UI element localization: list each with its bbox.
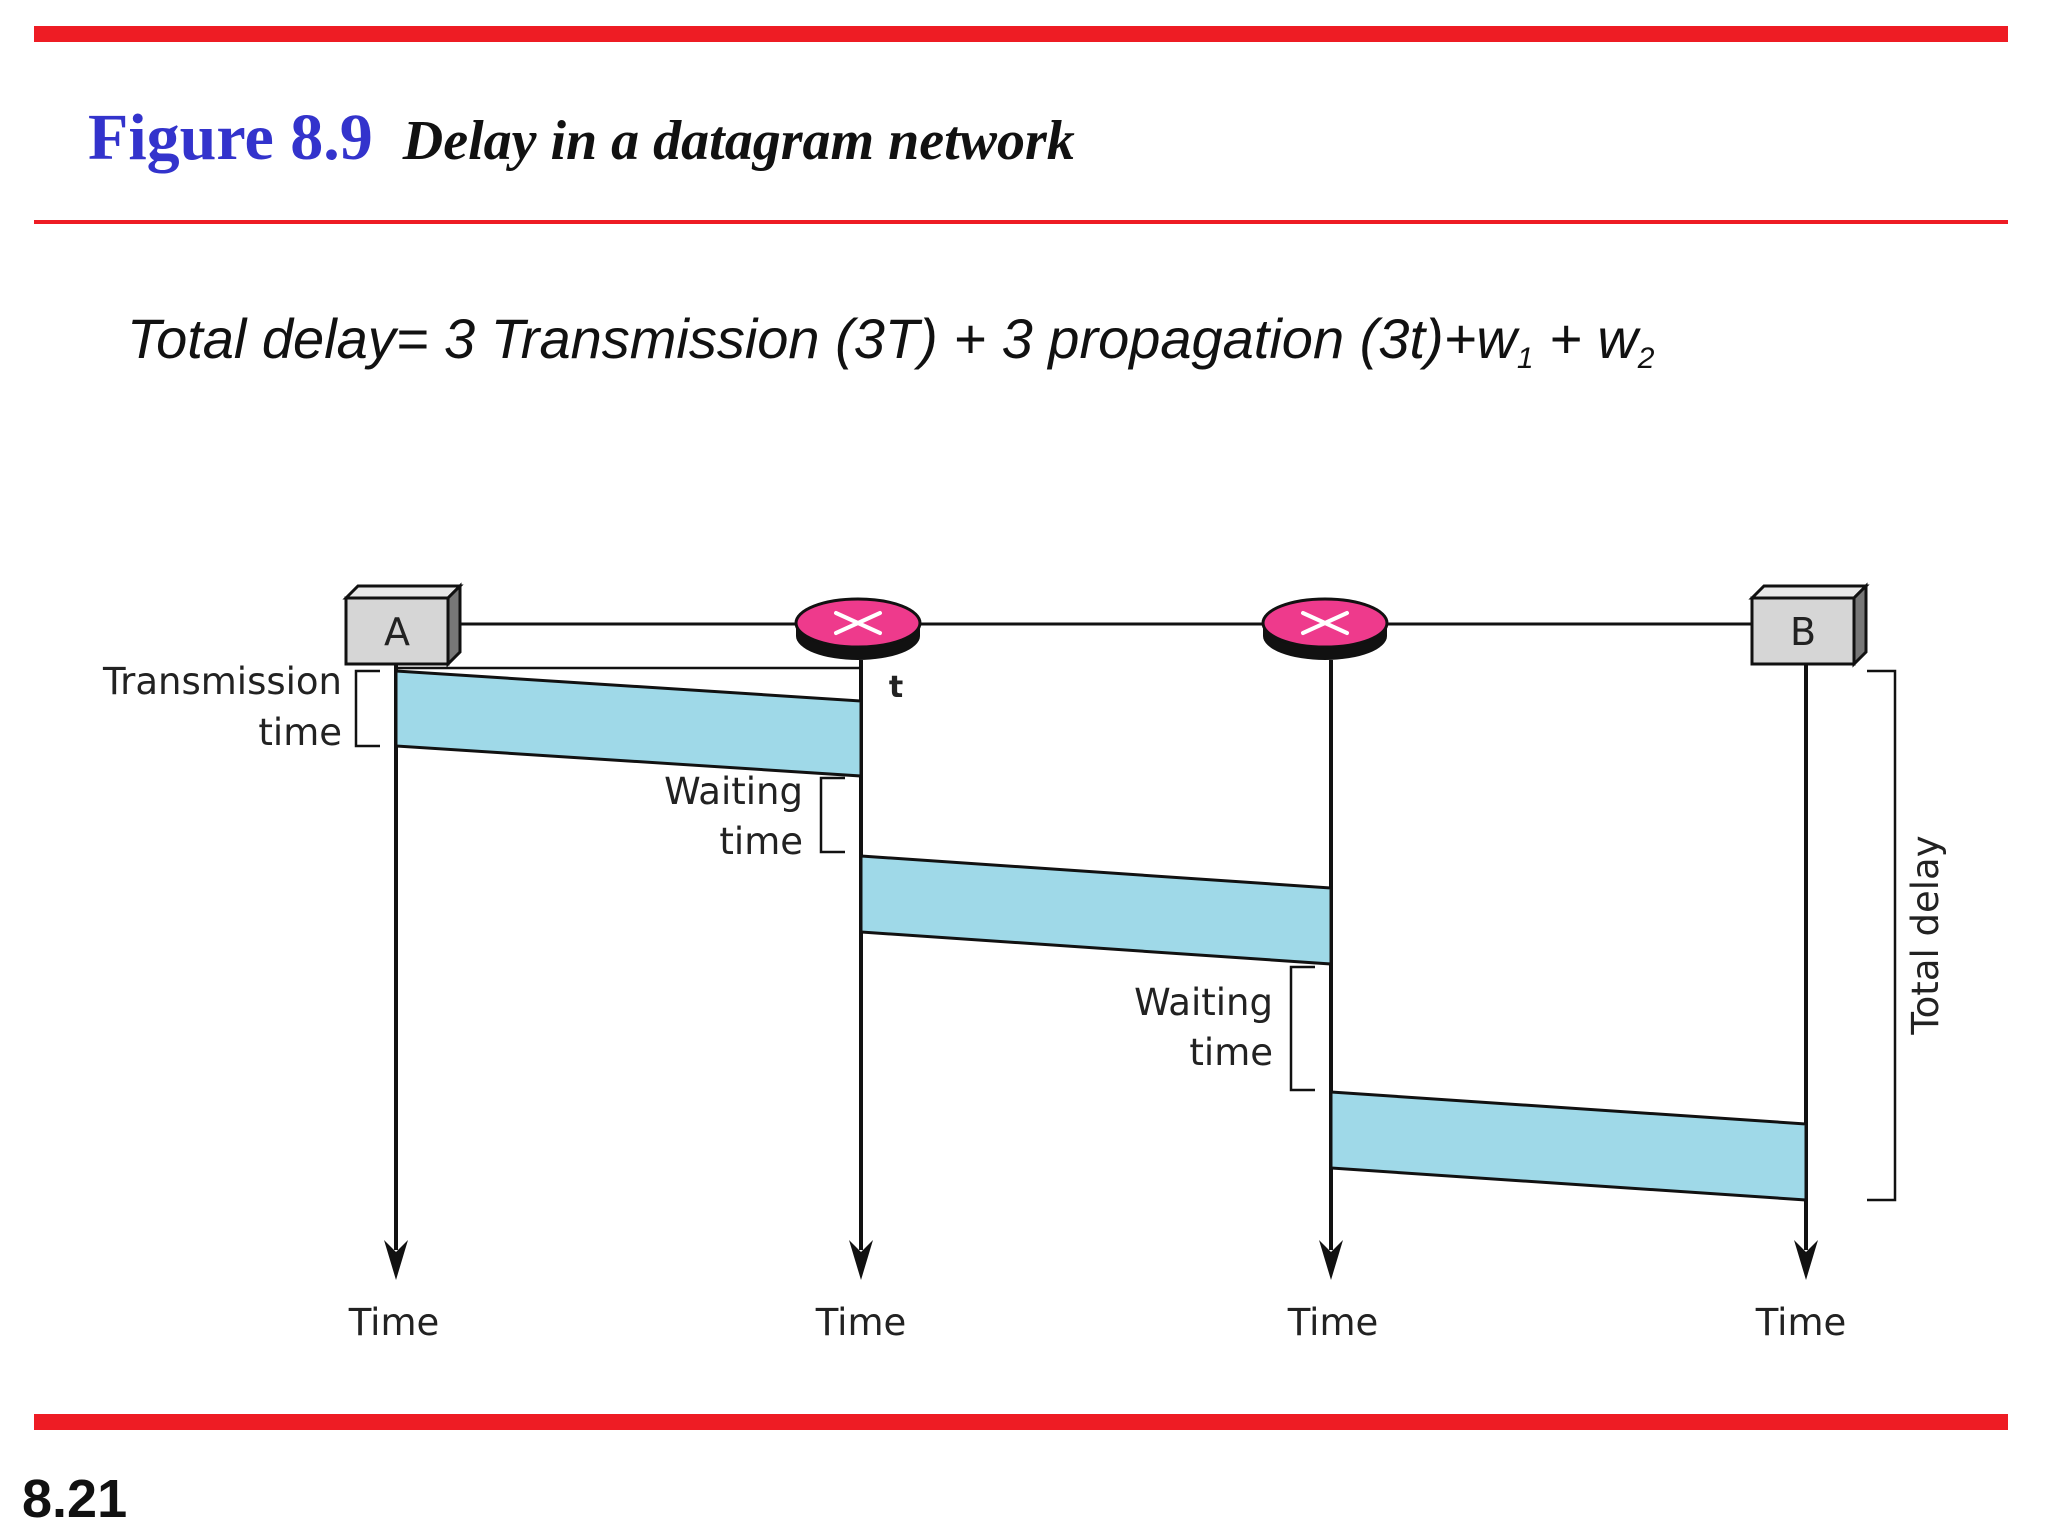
time-axis-router-2: [1319, 660, 1343, 1280]
figure-number: Figure 8.9: [88, 101, 373, 174]
total-delay-label: Total delay: [1904, 835, 1947, 1035]
waiting-time-bracket-1: [819, 776, 845, 854]
bottom-rule: [34, 1414, 2008, 1430]
formula-subscript-1: 1: [1516, 342, 1534, 375]
packet-hop-2: [859, 854, 1333, 966]
waiting-time-bracket-2: [1289, 965, 1315, 1092]
waiting-time-label-1-line1: Waiting: [664, 770, 803, 813]
title-rule: [34, 220, 2008, 224]
waiting-time-label-2-line2: time: [1189, 1031, 1273, 1074]
host-a-label: A: [384, 610, 410, 654]
propagation-time-label: t: [889, 670, 903, 705]
figure-caption: Delay in a datagram network: [402, 110, 1075, 172]
packet-hop-3: [1329, 1090, 1808, 1202]
time-label-router-2: Time: [1287, 1301, 1379, 1344]
formula-main: Total delay= 3 Transmission (3T) + 3 pro…: [127, 307, 1517, 370]
host-a: A: [342, 582, 464, 668]
waiting-time-label-2-line1: Waiting: [1134, 981, 1273, 1024]
total-delay-formula: Total delay= 3 Transmission (3T) + 3 pro…: [127, 306, 1654, 376]
formula-plus: + w: [1533, 307, 1638, 370]
formula-subscript-2: 2: [1637, 342, 1655, 375]
transmission-time-label-line2: time: [258, 711, 342, 754]
slide-number: 8.21: [22, 1469, 128, 1529]
top-rule: [34, 26, 2008, 42]
router-2-icon: [1261, 597, 1389, 660]
transmission-time-bracket: [354, 669, 380, 748]
time-axis-a: [384, 660, 408, 1280]
packet-hop-1: [394, 669, 863, 778]
waiting-time-label-1-line2: time: [719, 820, 803, 863]
total-delay-bracket: [1867, 669, 1897, 1202]
time-label-a: Time: [348, 1301, 440, 1344]
host-b-label: B: [1790, 610, 1816, 654]
time-label-router-1: Time: [815, 1301, 907, 1344]
transmission-time-label-line1: Transmission: [102, 660, 342, 703]
time-label-b: Time: [1755, 1301, 1847, 1344]
figure-title: Figure 8.9 Delay in a datagram network: [88, 100, 1075, 176]
host-b: B: [1748, 582, 1870, 668]
router-1-icon: [794, 597, 922, 660]
